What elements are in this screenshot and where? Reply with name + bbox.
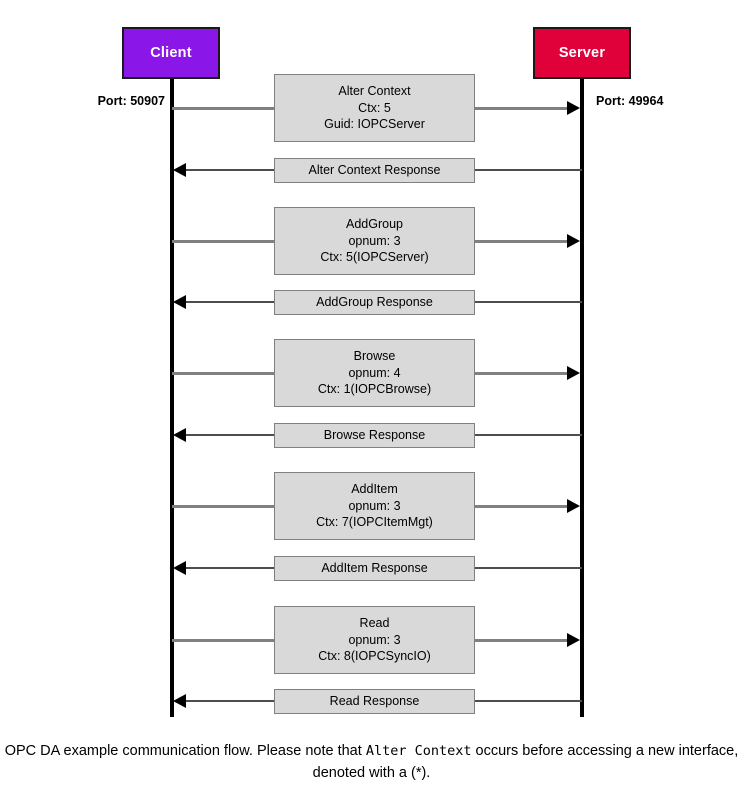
response-line-left [185, 700, 274, 702]
port-label-server: Port: 49964 [596, 94, 664, 108]
arrowhead-left-icon [173, 295, 186, 309]
arrowhead-left-icon [173, 163, 186, 177]
message-title: Read [359, 616, 390, 631]
request-line-right [475, 240, 568, 243]
actor-box-server: Server [533, 27, 631, 79]
request-line-left [172, 639, 274, 642]
message-detail: opnum: 3 [348, 498, 401, 513]
message-detail: Ctx: 8(IOPCSyncIO) [318, 649, 431, 664]
diagram-caption: OPC DA example communication flow. Pleas… [0, 740, 743, 784]
arrowhead-right-icon [567, 101, 580, 115]
arrowhead-left-icon [173, 694, 186, 708]
lifeline-server [580, 79, 584, 717]
message-title: Browse Response [323, 427, 426, 442]
message-detail: Ctx: 5 [358, 100, 391, 115]
message-title: AddItem Response [321, 560, 428, 575]
message-box-response: AddItem Response [274, 555, 475, 581]
arrowhead-right-icon [567, 366, 580, 380]
arrowhead-right-icon [567, 499, 580, 513]
message-title: AddGroup [346, 217, 403, 232]
message-detail: opnum: 4 [348, 365, 401, 380]
lifeline-client [170, 79, 174, 717]
message-title: AddGroup Response [316, 294, 433, 309]
arrowhead-right-icon [567, 633, 580, 647]
response-line-right [475, 169, 582, 171]
message-detail: Ctx: 1(IOPCBrowse) [317, 382, 432, 397]
message-title: Read Response [329, 693, 420, 708]
port-label-client: Port: 50907 [97, 94, 165, 108]
message-detail: Guid: IOPCServer [324, 117, 425, 132]
request-line-left [172, 107, 274, 110]
request-line-right [475, 505, 568, 508]
message-title: Alter Context Response [308, 162, 441, 177]
request-line-left [172, 240, 274, 243]
arrowhead-left-icon [173, 428, 186, 442]
message-detail: Ctx: 5(IOPCServer) [320, 250, 429, 265]
caption-part2: occurs before accessing a new interface,… [312, 743, 739, 781]
request-line-left [172, 372, 274, 375]
message-detail: Ctx: 7(IOPCItemMgt) [316, 515, 433, 530]
caption-monospace-term: Alter Context [365, 743, 472, 759]
actor-box-client: Client [122, 27, 220, 79]
arrowhead-right-icon [567, 234, 580, 248]
message-box-response: Browse Response [274, 422, 475, 448]
response-line-right [475, 434, 582, 436]
arrowhead-left-icon [173, 561, 186, 575]
response-line-left [185, 434, 274, 436]
message-box-response: Alter Context Response [274, 157, 475, 183]
request-line-right [475, 107, 568, 110]
message-box-response: Read Response [274, 688, 475, 714]
message-title: AddItem [351, 482, 398, 497]
response-line-right [475, 301, 582, 303]
response-line-right [475, 700, 582, 702]
message-title: Alter Context [338, 84, 411, 99]
request-line-right [475, 372, 568, 375]
message-detail: opnum: 3 [348, 632, 401, 647]
response-line-left [185, 567, 274, 569]
actor-label-client: Client [150, 45, 192, 61]
actor-label-server: Server [558, 45, 606, 61]
message-detail: opnum: 3 [348, 233, 401, 248]
message-box-response: AddGroup Response [274, 289, 475, 315]
response-line-left [185, 301, 274, 303]
caption-part1: OPC DA example communication flow. Pleas… [4, 743, 366, 759]
response-line-left [185, 169, 274, 171]
request-line-left [172, 505, 274, 508]
response-line-right [475, 567, 582, 569]
request-line-right [475, 639, 568, 642]
message-title: Browse [353, 349, 396, 364]
